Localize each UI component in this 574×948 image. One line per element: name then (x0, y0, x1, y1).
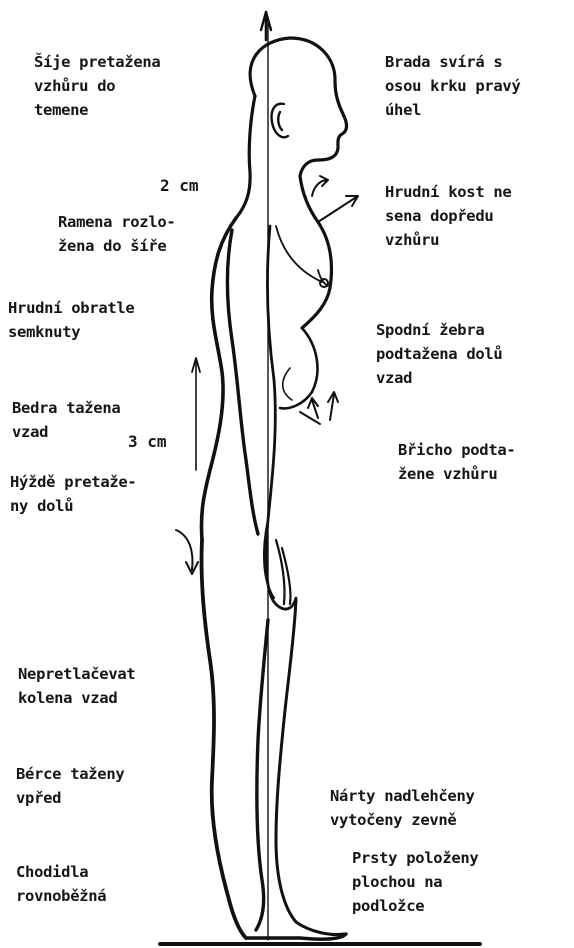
back-leg-outline (201, 540, 246, 938)
buttock-arrow-icon (176, 530, 198, 574)
label-kolena: Nepretlačevat kolena vzad (18, 662, 135, 710)
nape-outline (236, 96, 255, 218)
label-narty: Nárty nadlehčeny vytočeny zevně (330, 784, 475, 832)
head-outline (250, 38, 346, 176)
throat-outline (300, 176, 332, 328)
abdomen-outline (280, 328, 317, 408)
label-prsty: Prsty položeny plochou na podložce (352, 846, 478, 918)
measure-middle: 3 cm (128, 432, 167, 452)
label-obratle: Hrudní obratle semknuty (8, 296, 134, 344)
label-sije: Šíje pretažena vzhůru do temene (34, 50, 160, 122)
lower-rib-curve (283, 368, 292, 400)
back-outline (201, 218, 236, 540)
label-hrudni-kost: Hrudní kost ne sena dopředu vzhůru (385, 180, 511, 252)
label-brada: Brada svírá s osou krku pravý úhel (385, 50, 520, 122)
label-chodidla: Chodidla rovnoběžná (16, 860, 106, 908)
front-leg-outline (276, 600, 344, 935)
ribcage-curve (276, 226, 328, 286)
label-zebra: Spodní žebra podtažena dolů vzad (376, 318, 502, 390)
label-briche: Břicho podta- žene vzhůru (398, 438, 515, 486)
chin-arrow-icon (312, 176, 328, 196)
abdomen-arrow-icon (300, 392, 338, 424)
arm-front (266, 226, 296, 609)
label-bedra: Bedra tažena vzad (12, 396, 120, 444)
measure-top: 2 cm (160, 176, 199, 196)
arm-back (228, 230, 259, 534)
label-ramena: Ramena rozlo- žena do šíře (58, 210, 175, 258)
ear-icon (272, 104, 288, 138)
label-berce: Bérce taženy vpřed (16, 762, 124, 810)
label-hyzde: Hýždě pretaže- ny dolů (10, 470, 136, 518)
inner-leg-line (256, 620, 268, 930)
chest-arrow-icon (318, 196, 358, 222)
